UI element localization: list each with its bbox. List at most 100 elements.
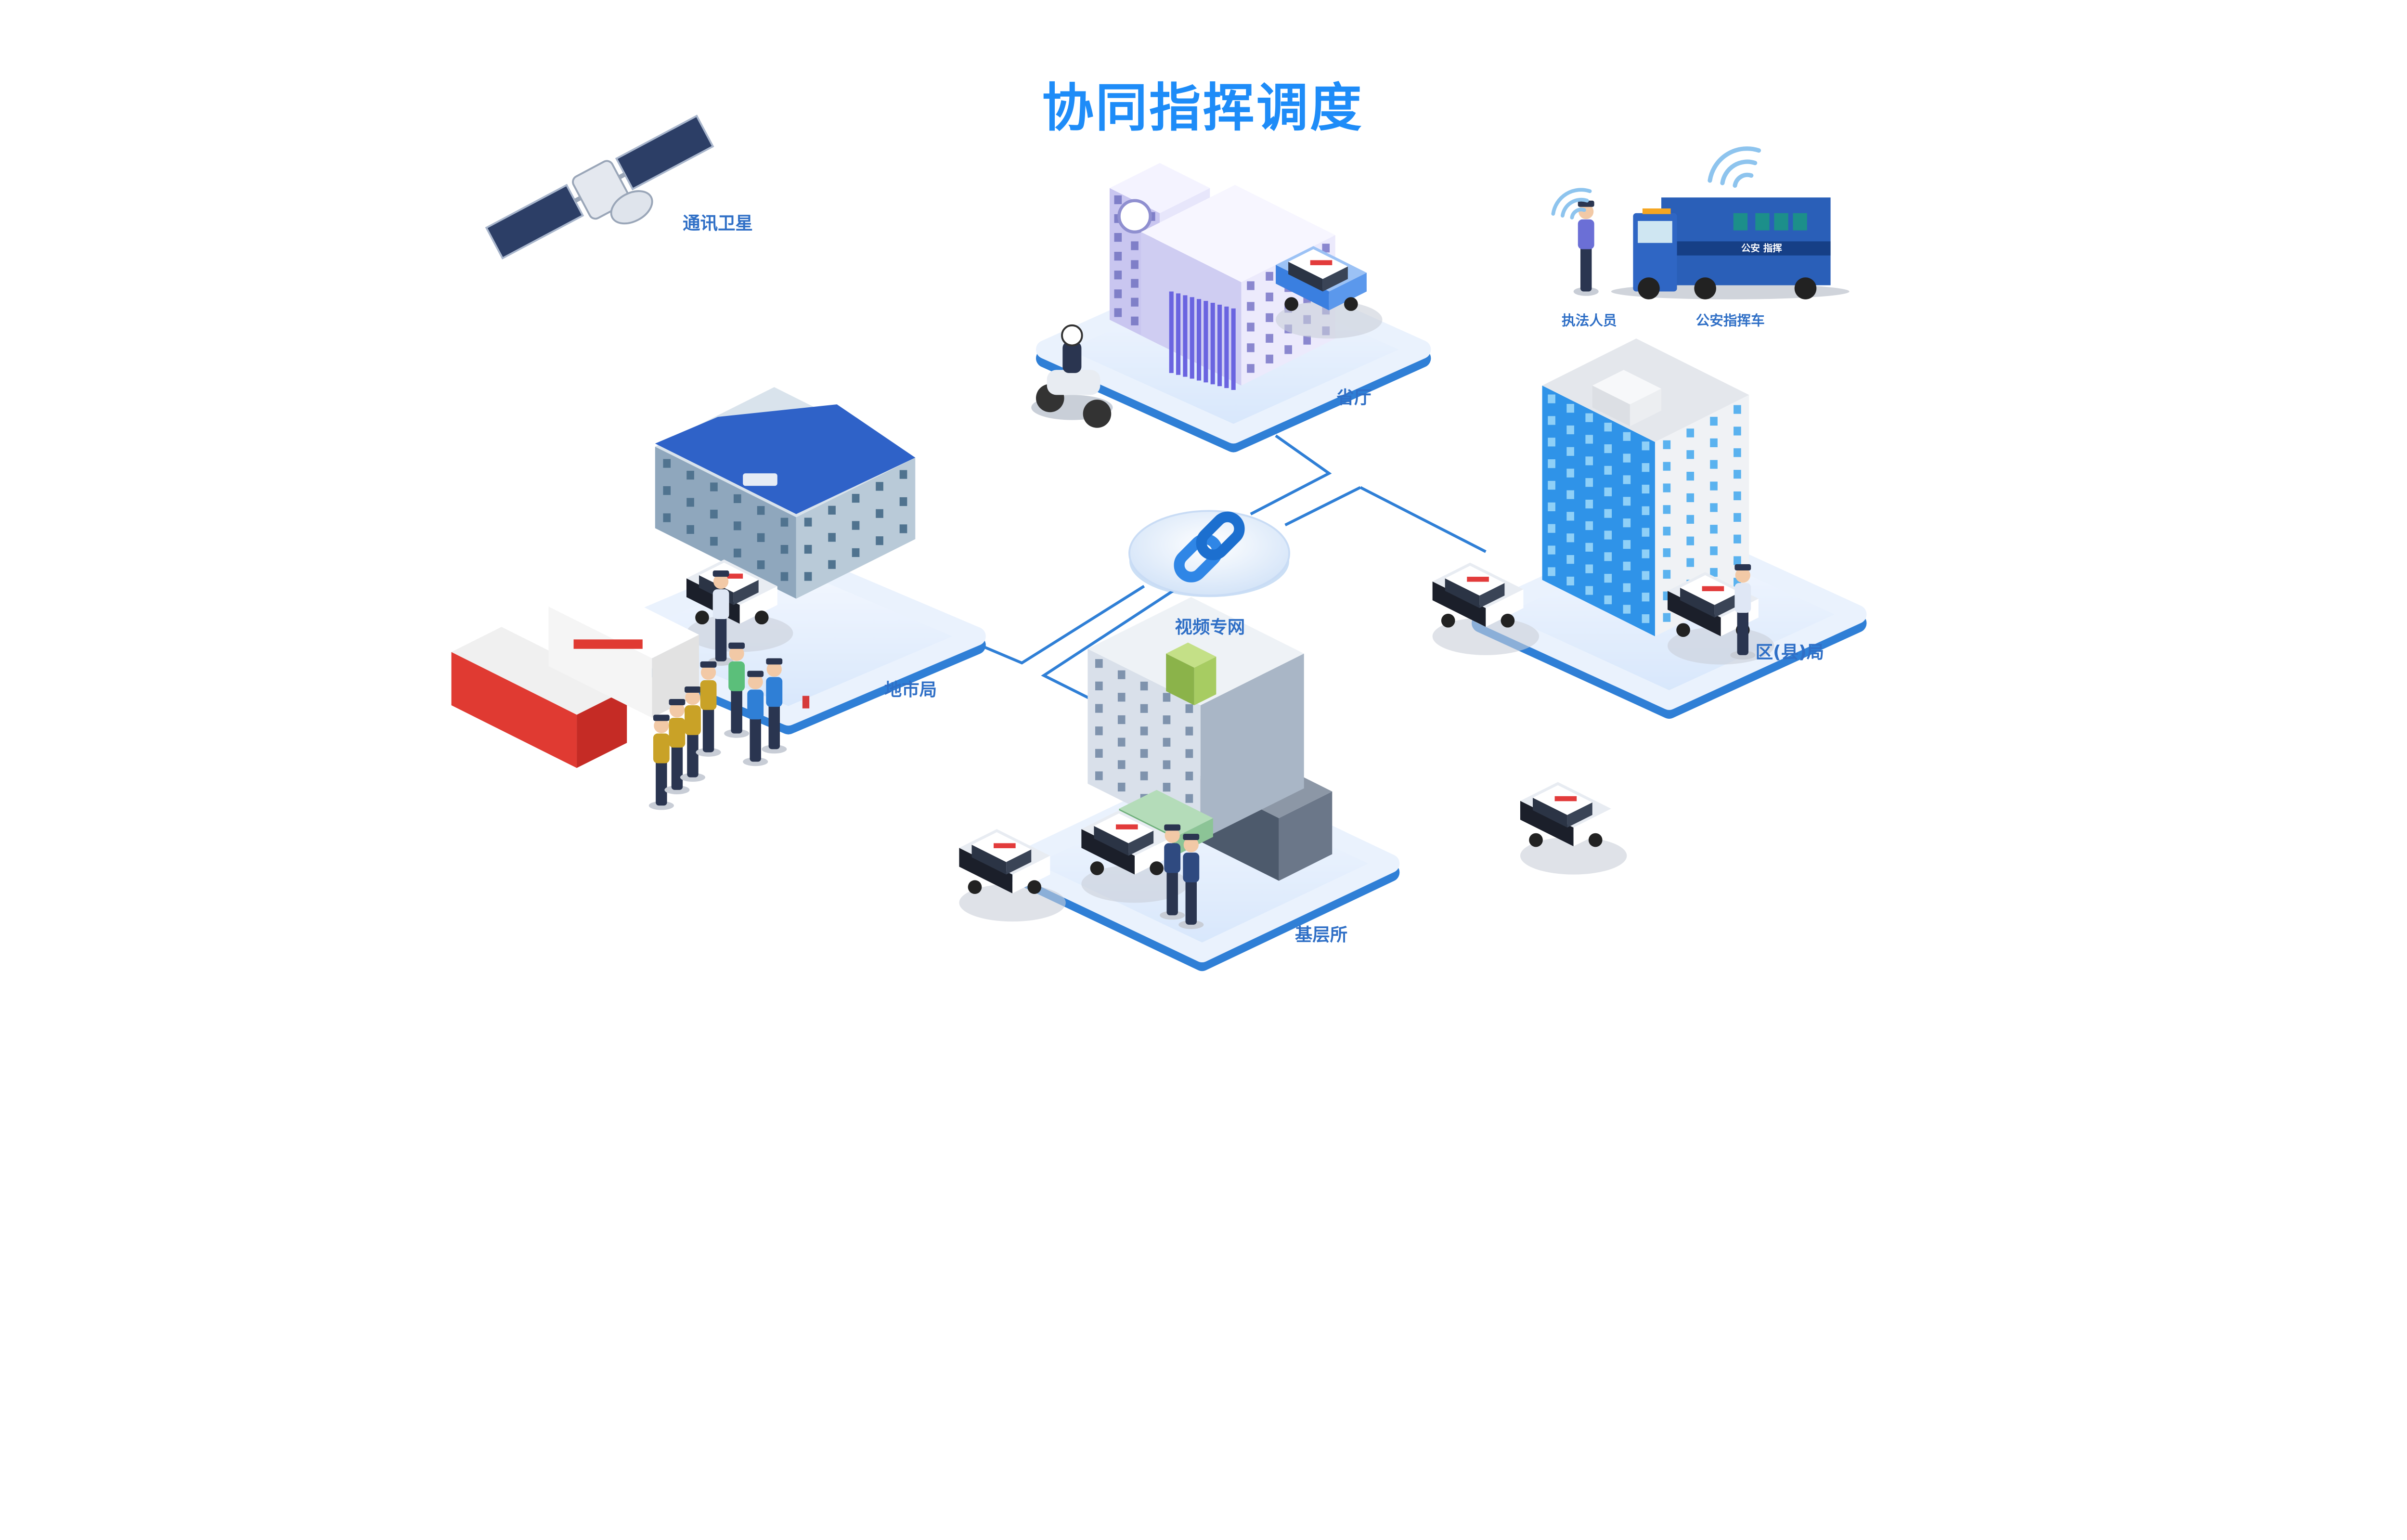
person-torso [747,689,764,720]
window [1131,316,1139,325]
connection-line [1284,486,1361,527]
window [1623,497,1631,506]
window [1131,298,1139,307]
window [1604,487,1612,496]
wifi-arc [1733,172,1754,188]
label-command-vehicle: 公安指挥车 [1696,312,1765,328]
box-top-face [1141,185,1335,283]
box-right-face [1128,830,1154,856]
box-left-face [1087,648,1201,841]
person-legs [715,614,727,661]
window [1585,478,1593,487]
wifi-arc [1720,159,1758,185]
car-shadow [1520,837,1627,875]
box-left-face [1432,581,1486,627]
siren-light [721,573,743,579]
window [1686,493,1695,503]
illustrations [451,115,1850,929]
box-left-face [1680,587,1715,618]
window [1604,509,1612,518]
window [710,509,718,519]
connection-line [980,585,1145,665]
window [1585,521,1593,531]
window [1185,726,1193,736]
box-left-face [1081,829,1135,875]
window [1284,345,1292,354]
person-head [1165,828,1180,843]
wifi-arc [1708,146,1761,183]
box-top-face [1166,642,1216,668]
police-car-grassroots [1081,810,1188,903]
window [1642,484,1650,494]
network-lines [980,434,1487,708]
glass-facade [1217,304,1222,387]
person-legs [702,705,714,752]
satellite-icon [485,115,714,259]
person-torso [1578,219,1594,249]
link-chain-icon [1174,511,1245,582]
window [663,459,671,468]
responder-figure [664,699,690,794]
window [1322,244,1330,253]
police-sign [743,473,777,486]
window [1114,233,1122,242]
box-left-face [1288,261,1323,292]
diagram-scene: 协同指挥调度 公安 指挥 通讯卫星 执法人员 公安指挥车 省厅 地市局 视频专网… [451,78,1867,971]
car-shadow [1276,301,1383,339]
light-bar [1642,208,1671,214]
window [1266,272,1273,281]
window [757,560,765,569]
window [1095,659,1103,668]
person-cap [1164,824,1181,831]
window [1140,771,1148,780]
window [1734,534,1741,544]
window [710,537,718,546]
person-head [1735,568,1750,583]
window [1663,440,1671,449]
box-left-face [1592,385,1630,427]
window [1604,423,1612,432]
window [1642,593,1650,602]
window [1117,782,1126,792]
helmet [1061,324,1083,347]
window [1710,503,1718,512]
car-shadow [1432,617,1540,655]
police-car-grassroots [959,829,1066,922]
window [1734,513,1741,522]
window [1548,524,1555,533]
responder-figure [696,661,721,757]
window [686,525,694,534]
window [1131,279,1139,288]
window [1266,313,1273,322]
window [1585,435,1593,444]
window [1566,576,1574,586]
person-torso [766,677,783,707]
responder-figure [762,658,787,754]
car-provincial [1276,246,1383,339]
window [1095,681,1103,690]
window [1247,323,1255,332]
window [1114,195,1122,205]
window [852,521,860,530]
window [1585,586,1593,595]
ambulance-stripe [573,639,643,649]
window [1117,760,1126,769]
window [1140,726,1148,736]
wifi-icon [1708,146,1761,188]
car-shadow [959,884,1066,922]
rider [1062,341,1082,373]
wheel [1501,613,1515,628]
window [1566,533,1574,543]
window [1686,471,1695,481]
person-legs [1737,608,1748,655]
box-top-face [1119,789,1213,837]
police-car-district [1432,562,1540,655]
building-grassroots [1087,597,1333,881]
window [1686,428,1695,438]
window [1266,354,1273,363]
siren-light [994,843,1016,848]
window [733,494,741,504]
person-legs [656,758,667,806]
wheel [1027,880,1042,894]
window [899,470,907,479]
